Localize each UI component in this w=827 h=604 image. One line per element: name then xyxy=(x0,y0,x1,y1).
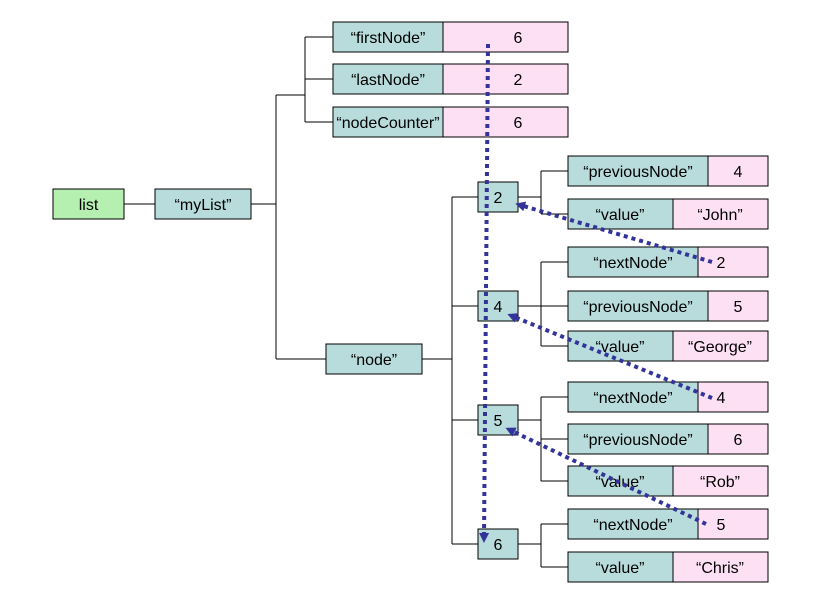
node-id-label: 5 xyxy=(494,413,503,430)
field-key-label: “previousNode” xyxy=(583,299,692,316)
node-6-field-next-node: “nextNode” 5 xyxy=(567,508,769,540)
node-key-label: “node” xyxy=(351,352,397,369)
field-value-label: 2 xyxy=(514,72,523,89)
first-node-arrow xyxy=(479,43,490,543)
field-key-label: “value” xyxy=(596,560,645,577)
node-id-label: 2 xyxy=(494,190,503,207)
field-last-node: “lastNode” 2 xyxy=(332,63,569,95)
list-key-label: “myList” xyxy=(175,197,232,214)
field-value-label: “George” xyxy=(688,339,752,356)
field-first-node: “firstNode” 6 xyxy=(332,21,569,53)
node-4-field-value: “value” “George” xyxy=(567,330,769,362)
field-key-label: “value” xyxy=(596,339,645,356)
field-key-label: “firstNode” xyxy=(351,30,426,47)
field-value-label: 2 xyxy=(717,255,726,272)
field-key-label: “nextNode” xyxy=(593,517,672,534)
field-value-label: 5 xyxy=(717,517,726,534)
field-value-label: 6 xyxy=(734,432,743,449)
node-2-field-previous-node: “previousNode” 4 xyxy=(567,155,769,187)
connector-lines xyxy=(124,36,568,568)
list-key-node: “myList” xyxy=(154,188,252,220)
node-id-label: 4 xyxy=(494,299,503,316)
field-key-label: “nextNode” xyxy=(593,255,672,272)
field-value-label: “Chris” xyxy=(696,560,744,577)
node-5-field-previous-node: “previousNode” 6 xyxy=(567,423,769,455)
node-4-field-next-node: “nextNode” 2 xyxy=(567,246,769,278)
field-value-label: “John” xyxy=(697,207,742,224)
root-node: list xyxy=(52,188,125,220)
node-5-field-next-node: “nextNode” 4 xyxy=(567,381,769,413)
field-value-label: 4 xyxy=(734,164,743,181)
node-6-field-value: “value” “Chris” xyxy=(567,551,769,583)
node-4-field-previous-node: “previousNode” 5 xyxy=(567,290,769,322)
field-key-label: “previousNode” xyxy=(583,432,692,449)
field-value-label: 4 xyxy=(717,390,726,407)
node-2-field-value: “value” “John” xyxy=(567,198,769,230)
node-id-label: 6 xyxy=(494,537,503,554)
node-key-node: “node” xyxy=(325,343,423,375)
field-value-label: 5 xyxy=(734,299,743,316)
reference-arrows xyxy=(479,43,713,543)
field-value-label: 6 xyxy=(514,30,523,47)
field-key-label: “nextNode” xyxy=(593,390,672,407)
field-key-label: “lastNode” xyxy=(351,72,425,89)
next-node-arrow-4-to-2 xyxy=(515,201,713,264)
node-id-2: 2 xyxy=(477,181,519,213)
field-key-label: “previousNode” xyxy=(583,164,692,181)
field-key-label: “nodeCounter” xyxy=(336,115,439,132)
field-value-label: 6 xyxy=(514,115,523,132)
field-node-counter: “nodeCounter” 6 xyxy=(332,106,569,138)
node-5-field-value: “value” “Rob” xyxy=(567,465,769,497)
field-key-label: “value” xyxy=(596,207,645,224)
field-value-label: “Rob” xyxy=(700,474,740,491)
root-label: list xyxy=(79,197,99,214)
